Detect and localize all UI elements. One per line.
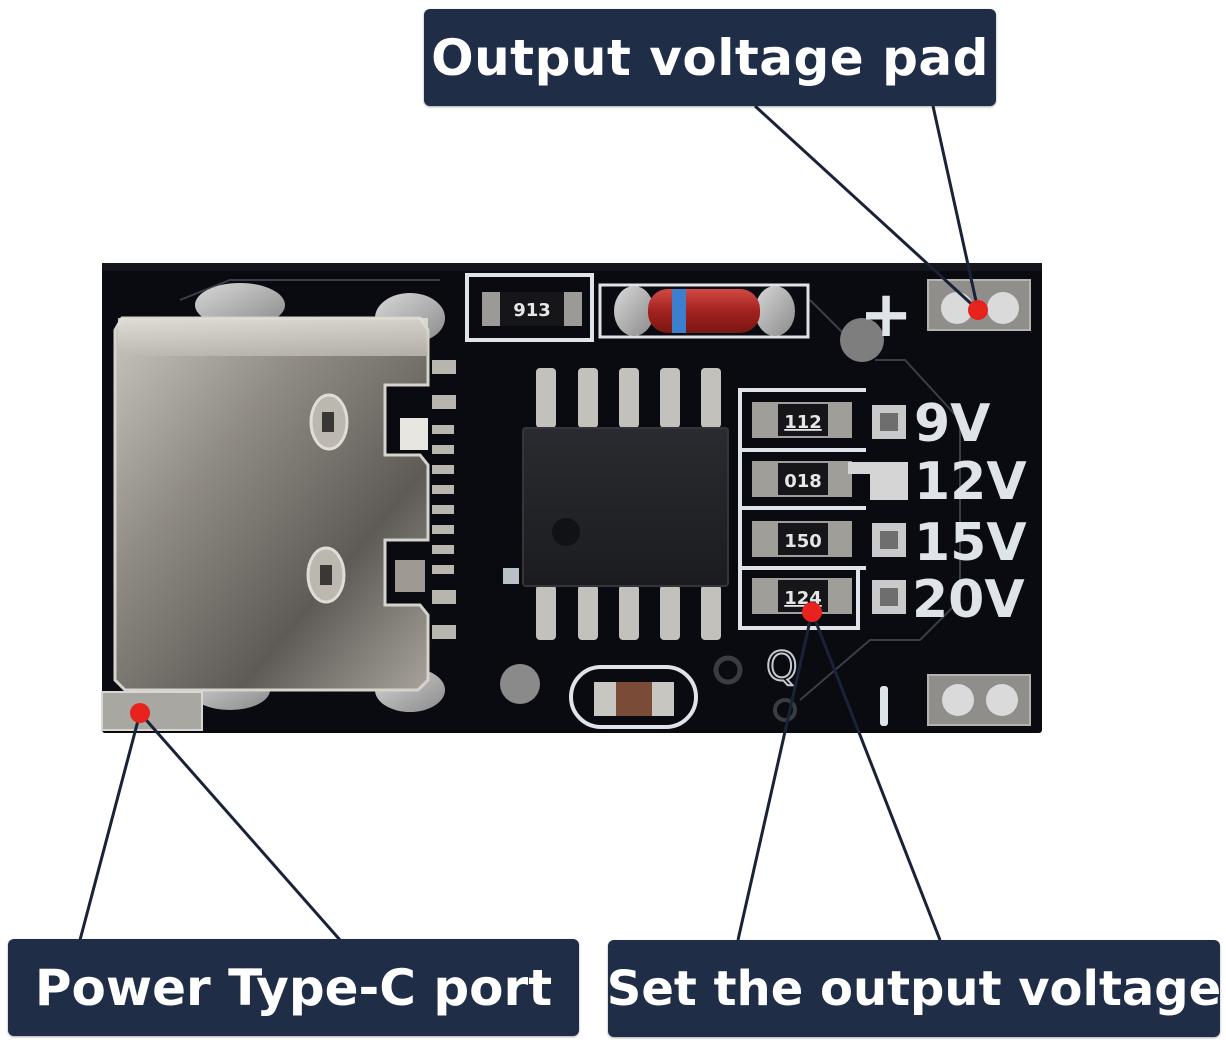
resistor-913-code: 913 <box>513 300 551 321</box>
output-pad-negative <box>927 674 1031 726</box>
callout-power-typec-port: Power Type-C port <box>8 939 579 1036</box>
resistor-9v: 112 <box>752 402 852 438</box>
resistor-15v: 150 <box>752 521 852 557</box>
marker-set-voltage <box>802 602 822 622</box>
resistor-913: 913 <box>465 273 594 342</box>
resistor-12v-code: 018 <box>784 471 822 492</box>
test-pad <box>840 318 884 362</box>
marker-output-pad <box>968 300 988 320</box>
marker-typec-port <box>130 703 150 723</box>
label-20v: 20V <box>912 570 1025 630</box>
silkscreen-q-mark: Q <box>766 644 797 690</box>
label-15v: 15V <box>914 513 1027 573</box>
ceramic-capacitor <box>569 665 698 729</box>
resistor-20v: 124 <box>752 578 852 614</box>
callout-set-output-voltage-text: Set the output voltage <box>606 960 1222 1017</box>
callout-output-voltage-pad-text: Output voltage pad <box>431 28 989 87</box>
voltage-solder-pads <box>848 405 908 614</box>
test-pad <box>500 664 540 704</box>
pd-controller-ic <box>503 368 729 640</box>
callout-output-voltage-pad: Output voltage pad <box>424 9 996 106</box>
solder-pad-12v[interactable] <box>870 462 908 500</box>
usb-c-pins <box>432 360 456 639</box>
silkscreen-minus <box>880 686 888 726</box>
label-9v: 9V <box>914 394 990 454</box>
zener-diode <box>598 283 810 339</box>
usb-c-port <box>113 316 430 692</box>
label-12v: 12V <box>914 452 1027 512</box>
resistor-12v: 018 <box>752 461 852 497</box>
leader-lines <box>78 104 980 941</box>
typec-edge-pad <box>101 691 203 731</box>
silkscreen-plus: + <box>859 278 913 352</box>
voltage-select-outline <box>738 388 866 630</box>
callout-power-typec-port-text: Power Type-C port <box>34 958 553 1017</box>
resistor-15v-code: 150 <box>784 531 822 552</box>
callout-set-output-voltage: Set the output voltage <box>606 940 1222 1037</box>
resistor-9v-code: 112 <box>784 412 822 433</box>
